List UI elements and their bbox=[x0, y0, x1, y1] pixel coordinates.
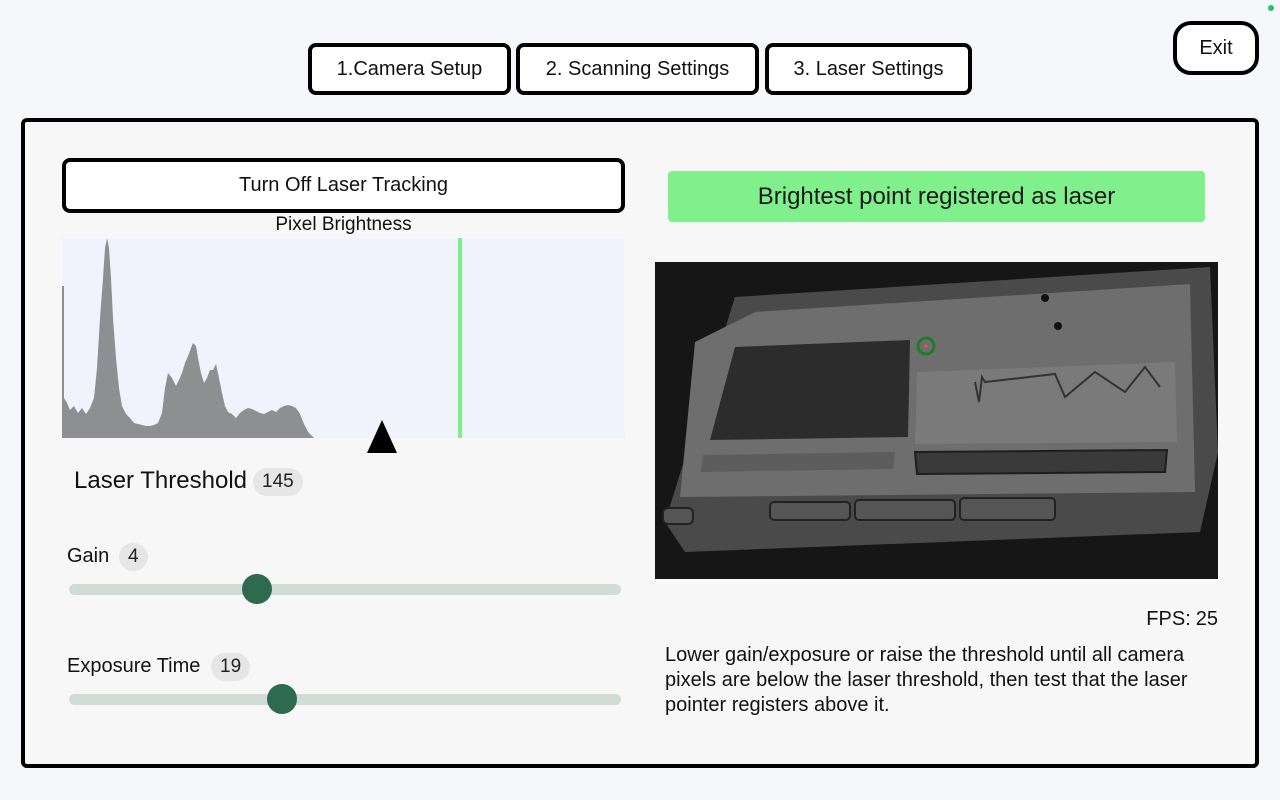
threshold-marker-triangle[interactable] bbox=[367, 420, 397, 453]
camera-feed bbox=[655, 262, 1218, 579]
exposure-time-slider-thumb[interactable] bbox=[267, 684, 298, 714]
tab-camera-setup[interactable]: 1.Camera Setup bbox=[308, 43, 511, 95]
tab-laser-settings[interactable]: 3. Laser Settings bbox=[765, 43, 972, 95]
instructions-text: Lower gain/exposure or raise the thresho… bbox=[665, 644, 1188, 716]
gain-label: Gain bbox=[67, 545, 110, 567]
exposure-time-slider[interactable] bbox=[69, 684, 621, 714]
laser-threshold-value: 145 bbox=[253, 468, 303, 496]
pixel-brightness-histogram bbox=[62, 238, 625, 438]
tab-scanning-settings[interactable]: 2. Scanning Settings bbox=[516, 43, 759, 95]
fps-value: 25 bbox=[1195, 608, 1218, 630]
gain-slider-thumb[interactable] bbox=[241, 574, 272, 604]
laser-tracking-toggle-button[interactable]: Turn Off Laser Tracking bbox=[62, 158, 625, 213]
exposure-time-label: Exposure Time bbox=[67, 655, 201, 677]
status-indicator-dot bbox=[1268, 5, 1274, 11]
gain-value: 4 bbox=[119, 543, 148, 571]
fps-readout: FPS:25 bbox=[1141, 608, 1218, 631]
histogram-bars bbox=[62, 238, 314, 438]
fps-label: FPS: bbox=[1146, 608, 1191, 630]
histogram-title: Pixel Brightness bbox=[275, 214, 412, 235]
laser-status-banner: Brightest point registered as laser bbox=[668, 171, 1205, 222]
threshold-line bbox=[458, 238, 462, 438]
gain-slider[interactable] bbox=[69, 574, 621, 604]
exposure-time-value: 19 bbox=[211, 653, 251, 681]
exit-button[interactable]: Exit bbox=[1173, 21, 1259, 75]
laser-threshold-label: Laser Threshold bbox=[74, 467, 247, 494]
laser-detection-ring bbox=[916, 336, 936, 356]
